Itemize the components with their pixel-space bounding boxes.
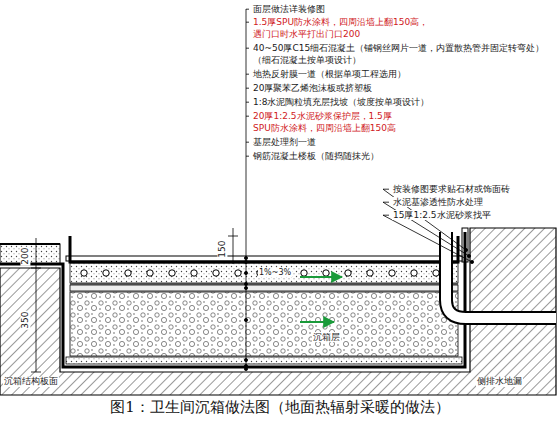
dimension-text: 350 (21, 310, 31, 329)
callout-note: SPU防水涂料，四周沿墙上翻150高 (252, 123, 397, 133)
dimension-text: 200 (21, 246, 31, 265)
concrete-slab (0, 228, 556, 395)
dimension-lines (31, 228, 238, 372)
callout-note: （细石混凝土按单项设计） (252, 55, 362, 65)
callout-note: 20厚1:2.5水泥砂浆保护层，1.5厚 (252, 111, 393, 121)
callout-note: 地热反射膜一道（根据单项工程选用） (252, 69, 407, 79)
ceramsite-fill (70, 292, 458, 356)
surface-layer (66, 256, 462, 261)
slope-arrow (300, 321, 334, 323)
slope-text: 1%~3% (258, 268, 292, 277)
callout-note: 遇门口时水平打出门口200 (252, 29, 361, 39)
lower-membrane (0, 232, 465, 367)
dimension-text: 150 (218, 239, 228, 258)
drain-pipe (446, 232, 556, 318)
upper-membrane (70, 236, 458, 262)
part-name: 沉箱层 (312, 332, 341, 342)
part-name: 沉箱结构板面 (3, 377, 59, 387)
slope-arrow (300, 276, 342, 278)
callout-note: 按装修图要求贴石材或饰面砖 (392, 184, 511, 194)
xps-board (70, 285, 458, 291)
callout-note: 基层处理剂一道 (252, 137, 317, 147)
part-name: 侧排水地漏 (476, 377, 523, 387)
callout-note: 水泥基渗透性防水处理 (392, 197, 484, 207)
callout-note: 20厚聚苯乙烯泡沫板或挤塑板 (252, 83, 373, 93)
callout-note: 1.5厚SPU防水涂料，四周沿墙上翻150高， (252, 17, 429, 27)
callout-note: 面层做法详装修图 (252, 4, 326, 14)
reflective-film (70, 283, 458, 284)
callout-note: 钢筋混凝土楼板（随捣随抹光） (252, 151, 380, 161)
callout-note: 15厚1:2.5水泥砂浆找平 (392, 210, 492, 220)
callout-note: 1:8水泥陶粒填充层找坡（坡度按单项设计） (252, 97, 430, 107)
fine-concrete (70, 263, 458, 283)
callout-note: 40~50厚C15细石混凝土（铺钢丝网片一道，内置散热管并固定转弯处） (252, 43, 545, 53)
protective-mortar (66, 357, 462, 364)
figure-caption: 图1：卫生间沉箱做法图（地面热辐射采暖的做法） (110, 398, 450, 417)
